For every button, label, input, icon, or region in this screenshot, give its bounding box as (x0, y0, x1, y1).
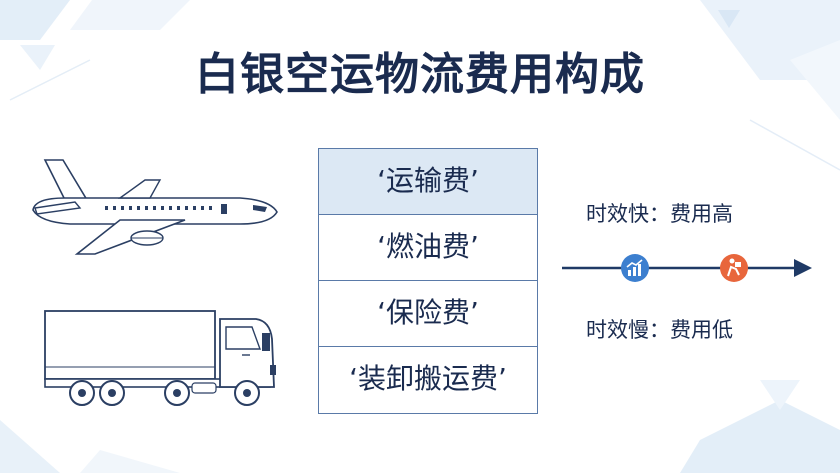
cost-composition-list: ‘运输费’ ‘燃油费’ ‘保险费’ ‘装卸搬运费’ (318, 148, 538, 414)
cost-item-insurance: ‘保险费’ (319, 281, 537, 347)
fast-high-cost-label: 时效快：费用高 (586, 202, 733, 226)
speed-cost-arrow (562, 259, 812, 277)
slow-low-cost-label: 时效慢：费用低 (586, 318, 733, 342)
cost-item-handling: ‘装卸搬运费’ (349, 362, 507, 395)
cost-item-transport: ‘运输费’ (319, 149, 537, 215)
cost-item-fuel: ‘燃油费’ (319, 215, 537, 281)
airplane-icon (32, 159, 278, 255)
slow-delivery-icon (720, 254, 748, 282)
page-title: 白银空运物流费用构成 (195, 49, 645, 100)
growth-chart-icon (621, 254, 649, 282)
truck-icon (44, 310, 276, 406)
